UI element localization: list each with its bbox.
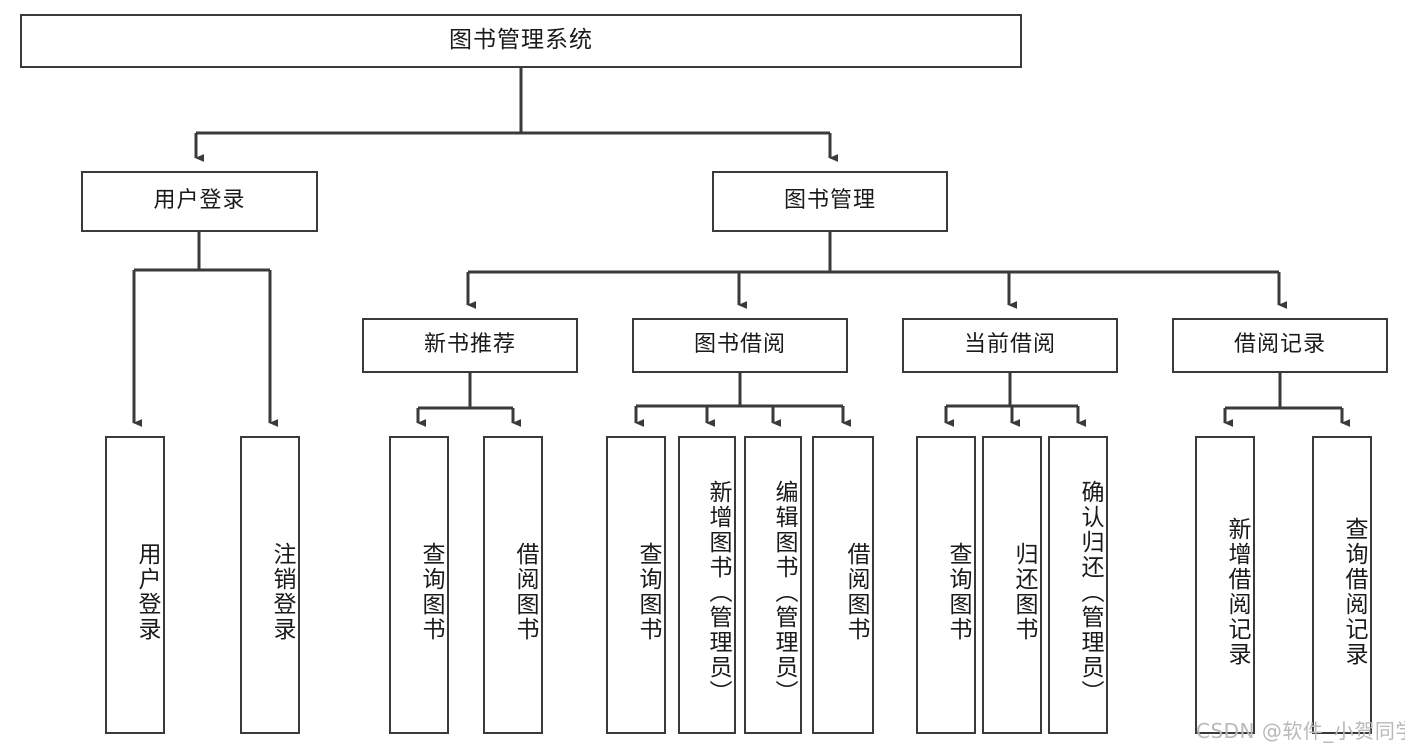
node-label: 新增借阅记录 [1224, 517, 1250, 667]
node-book-borrow[interactable]: 图书借阅 [632, 318, 848, 373]
node-label: 图书管理 [783, 188, 876, 214]
node-leaf-user-login[interactable]: 用户登录 [105, 436, 165, 734]
node-label: 当前借阅 [963, 332, 1056, 358]
node-label: 查询图书 [635, 542, 661, 642]
node-label: 用户登录 [134, 542, 160, 642]
node-label: 编辑图书（管理员） [771, 479, 797, 705]
node-label: 新增图书（管理员） [705, 479, 731, 705]
node-label: 借阅记录 [1233, 332, 1326, 358]
node-leaf-rec-query-book[interactable]: 查询图书 [389, 436, 449, 734]
node-leaf-user-logout[interactable]: 注销登录 [240, 436, 300, 734]
node-leaf-rec-add-record[interactable]: 新增借阅记录 [1195, 436, 1255, 734]
node-leaf-cur-return-book[interactable]: 归还图书 [982, 436, 1042, 734]
node-label: 图书借阅 [693, 332, 786, 358]
node-leaf-borrow-edit-book[interactable]: 编辑图书（管理员） [744, 436, 802, 734]
node-label: 查询图书 [945, 542, 971, 642]
node-new-book-rec[interactable]: 新书推荐 [362, 318, 578, 373]
node-label: 注销登录 [269, 542, 295, 642]
node-label: 新书推荐 [423, 332, 516, 358]
node-current-borrow[interactable]: 当前借阅 [902, 318, 1118, 373]
node-label: 查询借阅记录 [1341, 517, 1367, 667]
node-leaf-cur-query-book[interactable]: 查询图书 [916, 436, 976, 734]
node-label: 用户登录 [153, 188, 246, 214]
node-borrow-record[interactable]: 借阅记录 [1172, 318, 1388, 373]
node-root[interactable]: 图书管理系统 [20, 14, 1022, 68]
watermark: CSDN @软件_小贺同学 [1196, 719, 1405, 743]
node-leaf-borrow-query-book[interactable]: 查询图书 [606, 436, 666, 734]
node-leaf-borrow-borrow-book[interactable]: 借阅图书 [812, 436, 874, 734]
node-leaf-borrow-add-book[interactable]: 新增图书（管理员） [678, 436, 736, 734]
node-label: 借阅图书 [843, 542, 869, 642]
node-label: 借阅图书 [512, 542, 538, 642]
node-user-login[interactable]: 用户登录 [81, 171, 318, 232]
node-label: 图书管理系统 [449, 27, 593, 54]
node-leaf-rec-query-record[interactable]: 查询借阅记录 [1312, 436, 1372, 734]
node-label: 归还图书 [1011, 542, 1037, 642]
node-leaf-rec-borrow-book[interactable]: 借阅图书 [483, 436, 543, 734]
node-book-manage[interactable]: 图书管理 [712, 171, 948, 232]
node-label: 查询图书 [418, 542, 444, 642]
node-label: 确认归还（管理员） [1077, 479, 1103, 705]
node-leaf-cur-confirm-return[interactable]: 确认归还（管理员） [1048, 436, 1108, 734]
